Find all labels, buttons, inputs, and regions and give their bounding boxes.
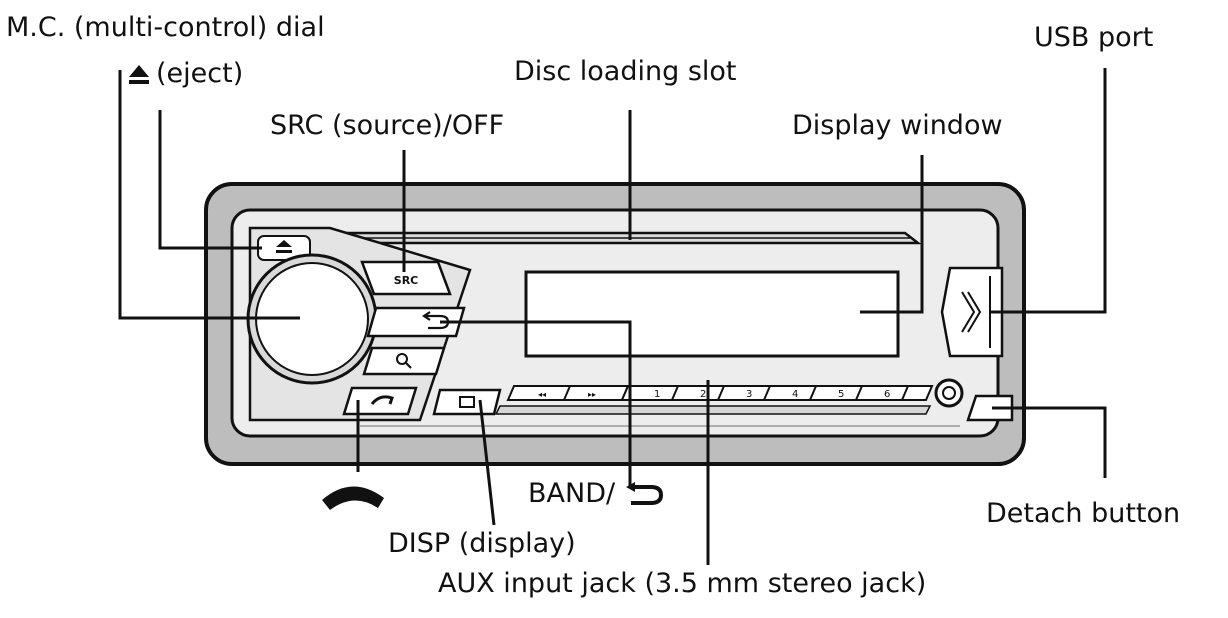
preset-key-divider: [809, 385, 817, 401]
seek-keys[interactable]: ◂◂ ▸▸: [506, 385, 630, 401]
label-usb-port: USB port: [1034, 22, 1154, 53]
label-disp: DISP (display): [388, 528, 576, 559]
usb-port[interactable]: [940, 266, 1004, 358]
label-display-window: Display window: [792, 110, 1003, 141]
lower-rail: [494, 405, 932, 415]
search-icon: [396, 353, 412, 369]
detach-button[interactable]: [966, 394, 1014, 422]
preset-key-4[interactable]: 4: [792, 389, 798, 400]
preset-key-divider: [855, 385, 863, 401]
phone-handset-icon: [370, 395, 394, 405]
preset-key-divider: [763, 385, 771, 401]
preset-keys: 1 2 3 4 5 6: [620, 385, 934, 401]
label-aux-jack: AUX input jack (3.5 mm stereo jack): [438, 568, 927, 599]
label-detach-button: Detach button: [986, 498, 1181, 529]
label-disc-slot: Disc loading slot: [514, 56, 737, 87]
label-eject: (eject): [126, 60, 243, 88]
src-key[interactable]: SRC: [360, 260, 452, 296]
preset-key-3[interactable]: 3: [746, 389, 752, 400]
return-arrow-icon: [626, 481, 664, 505]
label-band-text: BAND/: [528, 478, 616, 509]
eject-key[interactable]: [257, 235, 311, 261]
preset-key-2[interactable]: 2: [700, 389, 706, 400]
eject-icon: [276, 240, 292, 247]
svg-text:◂◂: ◂◂: [538, 390, 546, 399]
mc-dial[interactable]: [246, 253, 378, 385]
label-mc-dial: M.C. (multi-control) dial: [6, 12, 325, 43]
preset-key-divider: [671, 385, 679, 401]
preset-key-6[interactable]: 6: [884, 389, 890, 400]
display-icon: [459, 396, 475, 408]
preset-key-divider: [901, 385, 909, 401]
svg-text:▸▸: ▸▸: [588, 390, 596, 399]
preset-key-1[interactable]: 1: [654, 389, 660, 400]
leader-lines: [118, 68, 1107, 565]
aux-jack[interactable]: [934, 378, 964, 408]
phone-handset-icon: [322, 486, 384, 510]
eject-icon: [129, 64, 149, 84]
display-window: [524, 270, 900, 358]
preset-key-divider: [717, 385, 725, 401]
disc-slot: [296, 231, 922, 245]
label-band: BAND/: [528, 480, 667, 508]
src-key-text: SRC: [394, 274, 418, 287]
label-src-off: SRC (source)/OFF: [270, 110, 505, 141]
disp-key[interactable]: [432, 388, 502, 416]
preset-key-5[interactable]: 5: [838, 389, 844, 400]
phone-key[interactable]: [342, 386, 418, 416]
label-eject-text: (eject): [156, 58, 244, 89]
search-key[interactable]: [362, 346, 446, 376]
